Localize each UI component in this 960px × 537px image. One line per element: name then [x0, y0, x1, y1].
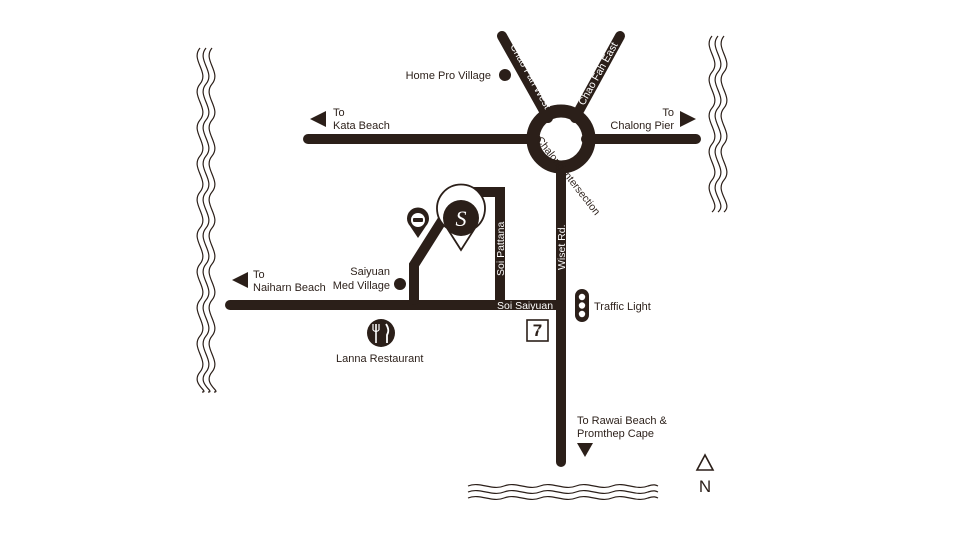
soi-pattana-label: Soi Pattana: [495, 222, 507, 276]
chao-fah-east-label: Chao Fah East: [576, 40, 620, 107]
saiyuan-med-dot: [394, 278, 406, 290]
left-shoreline: [196, 47, 217, 393]
to-chalong-pier-label-2: Chalong Pier: [610, 120, 674, 132]
traffic-light-icon: [575, 289, 589, 322]
traffic-light-label: Traffic Light: [594, 301, 651, 313]
soi-pattana-road: [467, 187, 505, 310]
neighbor-pin-icon: [406, 207, 429, 238]
wiset-rd-label: Wiset Rd.: [556, 224, 568, 270]
naiharn-arrow-icon: [232, 272, 248, 288]
saiyuan-med-label-2: Med Village: [333, 280, 390, 292]
north-arrow-icon: [695, 453, 715, 471]
seven-eleven-subtext: ELEVEn: [530, 327, 546, 332]
to-rawai-label-1: To Rawai Beach &: [577, 415, 668, 427]
roads: [225, 31, 701, 467]
to-kata-label-1: To: [333, 107, 345, 119]
hotel-pin-letter: S: [456, 206, 467, 231]
restaurant-icon: [367, 319, 395, 347]
rawai-arrow-icon: [577, 443, 593, 457]
chao-fah-west-label: Chao Fah West: [507, 42, 553, 112]
right-shoreline: [708, 35, 728, 213]
soi-saiyuan-label: Soi Saiyuan: [497, 300, 553, 312]
home-pro-village-label: Home Pro Village: [406, 70, 491, 82]
lanna-restaurant-label: Lanna Restaurant: [336, 353, 423, 365]
chalong-pier-arrow-icon: [680, 111, 696, 127]
hotel-access-road: [409, 203, 455, 305]
north-label: N: [699, 477, 711, 496]
kata-arrow-icon: [310, 111, 326, 127]
home-pro-village-dot: [499, 69, 511, 81]
chao-fah-east-road: [570, 31, 625, 123]
chao-fah-west-road: [497, 31, 553, 123]
to-rawai-label-2: Promthep Cape: [577, 428, 654, 440]
to-chalong-pier-label-1: To: [662, 107, 674, 119]
seven-eleven-icon: 7 ELEVEn: [526, 319, 549, 342]
hotel-pin-icon[interactable]: S: [436, 183, 486, 252]
to-naiharn-label-1: To: [253, 269, 265, 281]
seven-eleven-number: 7: [533, 321, 542, 340]
saiyuan-med-label-1: Saiyuan: [350, 266, 390, 278]
to-kata-label-2: Kata Beach: [333, 120, 390, 132]
to-naiharn-label-2: Naiharn Beach: [253, 282, 326, 294]
bottom-shoreline: [467, 483, 659, 501]
